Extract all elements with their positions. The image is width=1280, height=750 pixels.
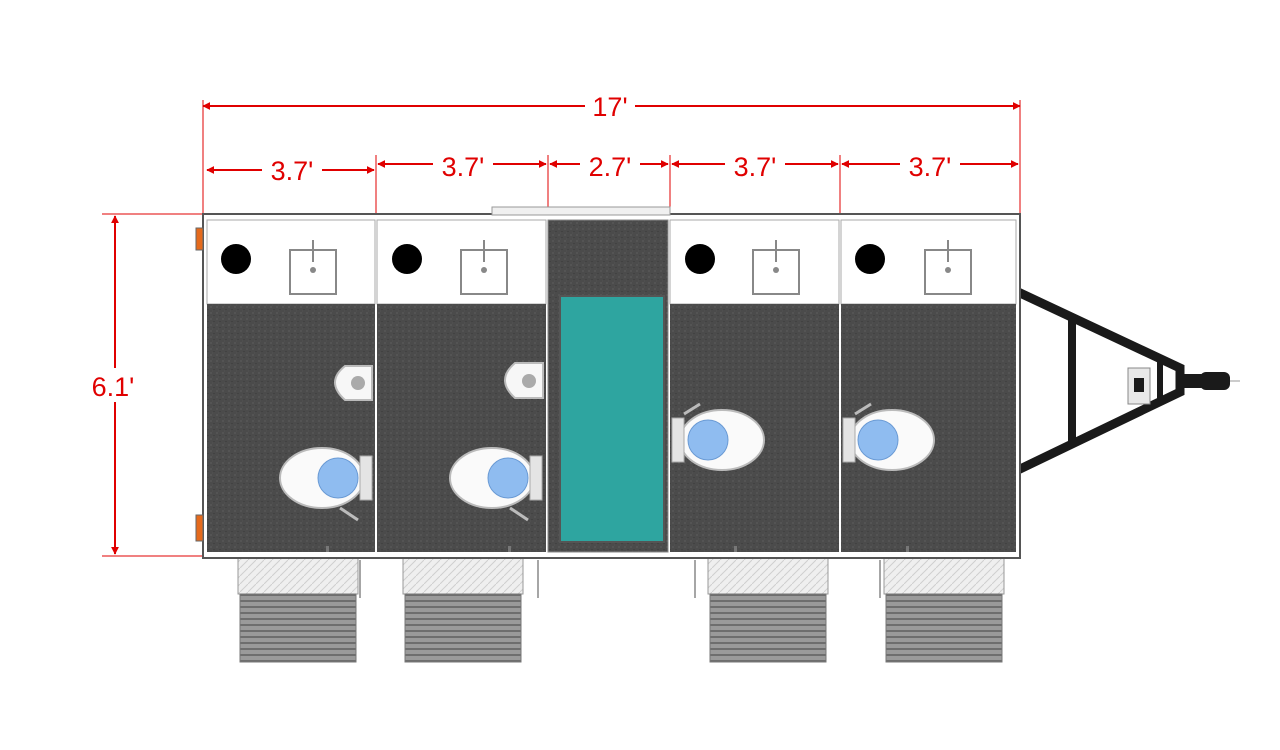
overall-length-label: 17' bbox=[592, 92, 627, 122]
drain-icon bbox=[855, 244, 885, 274]
sink-icon bbox=[752, 240, 800, 295]
entry-step-icon bbox=[707, 557, 829, 663]
water-tank bbox=[559, 295, 665, 543]
restroom-stall-1 bbox=[206, 219, 376, 552]
entry-step-icon bbox=[883, 557, 1005, 663]
toilet-icon bbox=[279, 447, 373, 522]
drain-icon bbox=[392, 244, 422, 274]
sink-icon bbox=[289, 240, 337, 295]
sink-icon bbox=[460, 240, 508, 295]
dimension-lines: 17' 3.7' 3.7' 2.7' 3.7' 3.7' 6.1' bbox=[85, 90, 1021, 557]
segment-1-label: 3.7' bbox=[271, 156, 314, 186]
toilet-icon bbox=[449, 447, 543, 522]
restroom-stall-3 bbox=[669, 219, 840, 552]
restroom-stall-2 bbox=[376, 219, 547, 552]
toilet-icon bbox=[671, 402, 765, 471]
entry-step-icon bbox=[402, 557, 524, 663]
segment-2-label: 3.7' bbox=[442, 152, 485, 182]
restroom-stall-4 bbox=[840, 219, 1017, 552]
segment-5-label: 3.7' bbox=[909, 152, 952, 182]
entry-step-icon bbox=[237, 557, 359, 663]
width-label: 6.1' bbox=[92, 372, 135, 402]
toilet-icon bbox=[842, 402, 935, 471]
sink-icon bbox=[924, 240, 972, 295]
center-utility-section bbox=[547, 219, 669, 553]
entry-steps bbox=[237, 557, 1005, 663]
trailer-hitch-icon bbox=[1016, 287, 1240, 475]
urinal-icon bbox=[504, 362, 544, 399]
segment-4-label: 3.7' bbox=[734, 152, 777, 182]
drain-icon bbox=[685, 244, 715, 274]
drain-icon bbox=[221, 244, 251, 274]
trailer-body bbox=[195, 206, 1021, 559]
urinal-icon bbox=[334, 365, 373, 401]
segment-3-label: 2.7' bbox=[589, 152, 632, 182]
